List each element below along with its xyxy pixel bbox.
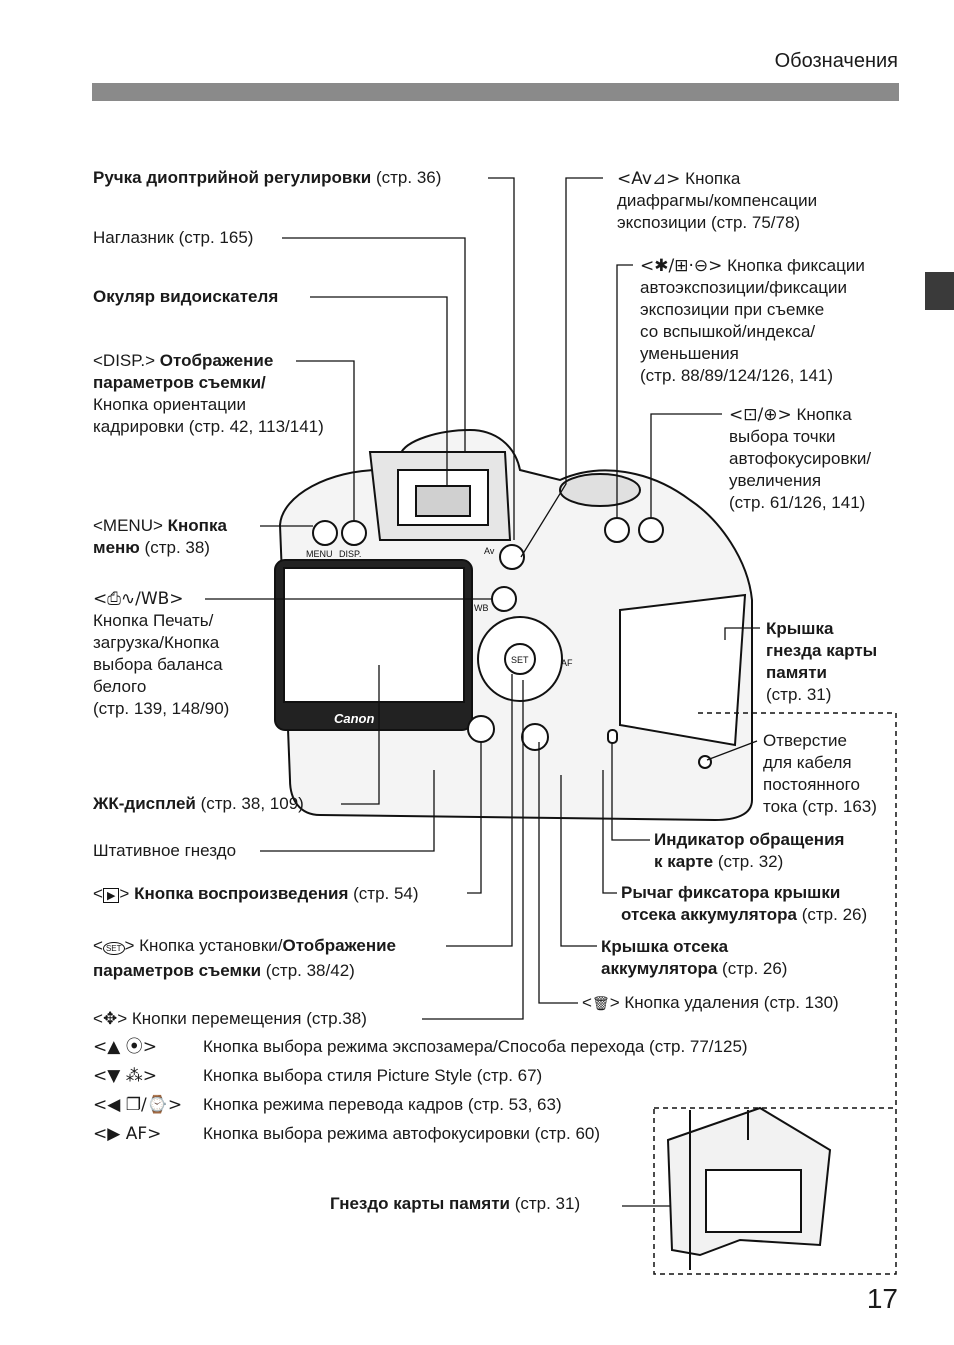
- label-access-lamp: Индикатор обращения к карте (стр. 32): [654, 830, 845, 871]
- label-print-wb: <⎙∿/WB> Кнопка Печать/ загрузка/Кнопка в…: [93, 589, 230, 718]
- header-bar: [92, 83, 899, 101]
- row-key: <▼ ⁂>: [93, 1066, 157, 1086]
- set-button-label: SET: [511, 655, 529, 665]
- label-play: <▶> Кнопка воспроизведения (стр. 54): [93, 884, 419, 903]
- label-disp: <DISP.> Отображение параметров съемки/ К…: [93, 351, 324, 436]
- label-card-slot: Гнездо карты памяти (стр. 31): [330, 1194, 581, 1213]
- set-icon: SET: [102, 942, 125, 955]
- camera-body-illustration: [274, 428, 753, 822]
- disp-button-label: DISP.: [339, 549, 361, 559]
- label-eyecup: Наглазник (стр. 165): [93, 228, 254, 247]
- label-lcd: ЖК-дисплей (стр. 38, 109): [93, 794, 304, 813]
- print-wb-icon: <⎙∿/WB>: [93, 589, 184, 609]
- menu-button-label: MENU: [306, 549, 333, 559]
- label-battery-cover: Крышка отсека аккумулятора (стр. 26): [601, 937, 788, 978]
- label-menu: <MENU> Кнопка меню (стр. 38): [93, 516, 227, 557]
- disp-icon: <DISP.>: [93, 351, 156, 370]
- card-slot-illustration: [666, 1106, 832, 1270]
- label-av: <Av⊿> Кнопка диафрагмы/компенсации экспо…: [617, 169, 818, 232]
- label-eyepiece: Окуляр видоискателя: [93, 287, 279, 306]
- av-icon: <Av⊿>: [617, 169, 681, 189]
- label-cross-keys: <✥> Кнопки перемещения (стр.38): [93, 1009, 367, 1029]
- play-icon: ▶: [102, 888, 120, 903]
- label-af-point: <⊡/⊕> Кнопка выбора точки автофокусировк…: [729, 405, 872, 512]
- af-button-label: AF: [561, 658, 573, 668]
- chapter-tab: [925, 272, 954, 310]
- label-diopter: Ручка диоптрийной регулировки (стр. 36): [93, 168, 442, 187]
- label-set: <SET> Кнопка установки/Отображение парам…: [93, 936, 396, 980]
- brand-logo: Canon: [334, 711, 375, 726]
- av-button-label: Av: [484, 546, 495, 556]
- row-key: <▶ AF>: [93, 1124, 162, 1144]
- menu-icon: <MENU>: [93, 516, 163, 535]
- label-card-cover: Крышка гнезда карты памяти (стр. 31): [766, 619, 878, 704]
- label-battery-lever: Рычаг фиксатора крышки отсека аккумулято…: [621, 883, 868, 924]
- wb-button-label: WB: [474, 603, 489, 613]
- cross-keys-icon: ✥: [102, 1009, 118, 1029]
- af-point-icon: <⊡/⊕>: [729, 405, 792, 425]
- trash-icon: 🗑: [591, 996, 610, 1012]
- page-number: 17: [866, 1283, 898, 1314]
- label-erase: <🗑> Кнопка удаления (стр. 130): [582, 993, 839, 1012]
- section-title: Обозначения: [774, 50, 898, 72]
- label-ae-lock: <✱/⊞·⊖> Кнопка фиксации автоэкспозиции/ф…: [640, 256, 865, 385]
- ae-lock-icon: <✱/⊞·⊖>: [640, 256, 723, 276]
- row-key: <▲ ⦿>: [93, 1037, 157, 1057]
- label-dc-hole: Отверстие для кабеля постоянного тока (с…: [763, 731, 877, 816]
- label-tripod: Штативное гнездо: [93, 841, 237, 860]
- row-key: <◀ ❐/⌚>: [93, 1095, 183, 1115]
